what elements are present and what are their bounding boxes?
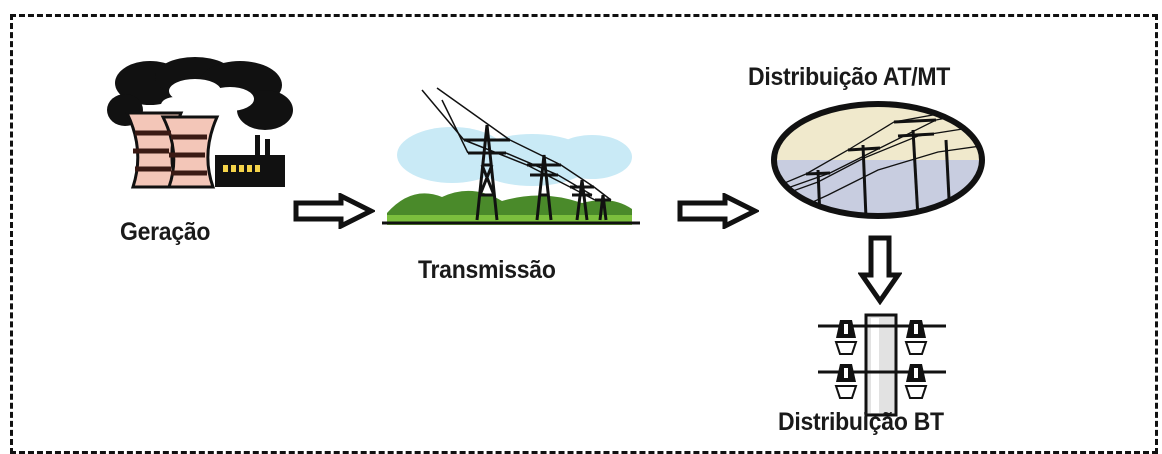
power-lines-icon — [771, 101, 985, 219]
label-transmission: Transmissão — [418, 256, 556, 284]
right-arrow-icon — [293, 193, 375, 229]
utility-pole-icon — [818, 313, 946, 417]
label-distribution-at-mt: Distribuição AT/MT — [748, 63, 951, 91]
down-arrow-icon — [858, 235, 902, 305]
label-distribution-bt: Distribuição BT — [778, 408, 944, 436]
label-generation: Geração — [120, 218, 211, 246]
right-arrow-icon — [677, 193, 759, 229]
transmission-tower-icon — [382, 87, 640, 225]
power-plant-icon — [107, 57, 293, 189]
